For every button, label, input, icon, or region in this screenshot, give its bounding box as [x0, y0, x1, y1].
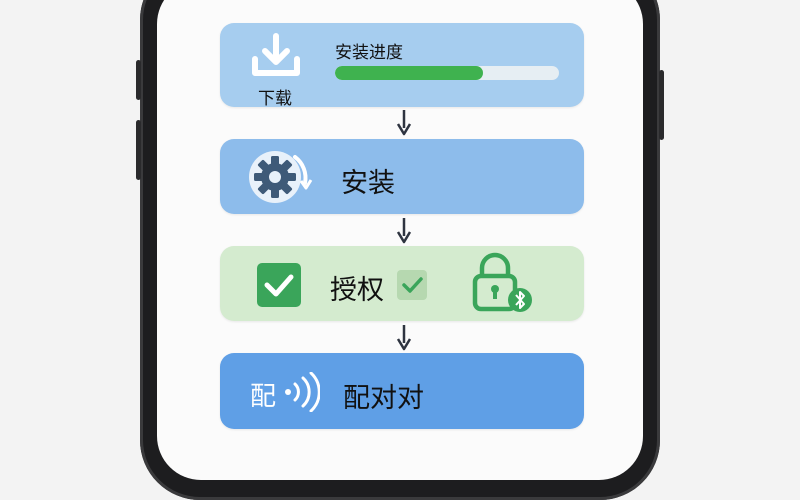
pair-step-card[interactable]	[220, 353, 584, 429]
phone-side-button	[659, 70, 664, 140]
arrow-down-icon	[396, 110, 412, 136]
check-icon	[397, 270, 427, 300]
install-progress-bar	[335, 66, 559, 80]
phone-side-button	[136, 60, 141, 100]
arrow-down-icon	[396, 218, 412, 244]
checkbox-checked-icon[interactable]	[257, 263, 301, 307]
install-progress-status: 安装进度	[335, 43, 403, 63]
install-label: 安装	[341, 168, 395, 199]
phone-side-button	[136, 120, 141, 180]
arrow-down-icon	[396, 325, 412, 351]
download-label: 下载	[258, 89, 292, 109]
download-icon	[252, 33, 300, 76]
gear-icon	[249, 151, 313, 203]
authorize-label: 授权	[330, 275, 384, 306]
pair-label: 配对对	[343, 383, 424, 414]
pair-badge: 配	[250, 382, 277, 412]
wireless-signal-icon	[285, 372, 320, 412]
download-step-card[interactable]	[220, 23, 584, 107]
lock-bluetooth-icon	[472, 252, 532, 312]
install-progress-fill	[335, 66, 483, 80]
